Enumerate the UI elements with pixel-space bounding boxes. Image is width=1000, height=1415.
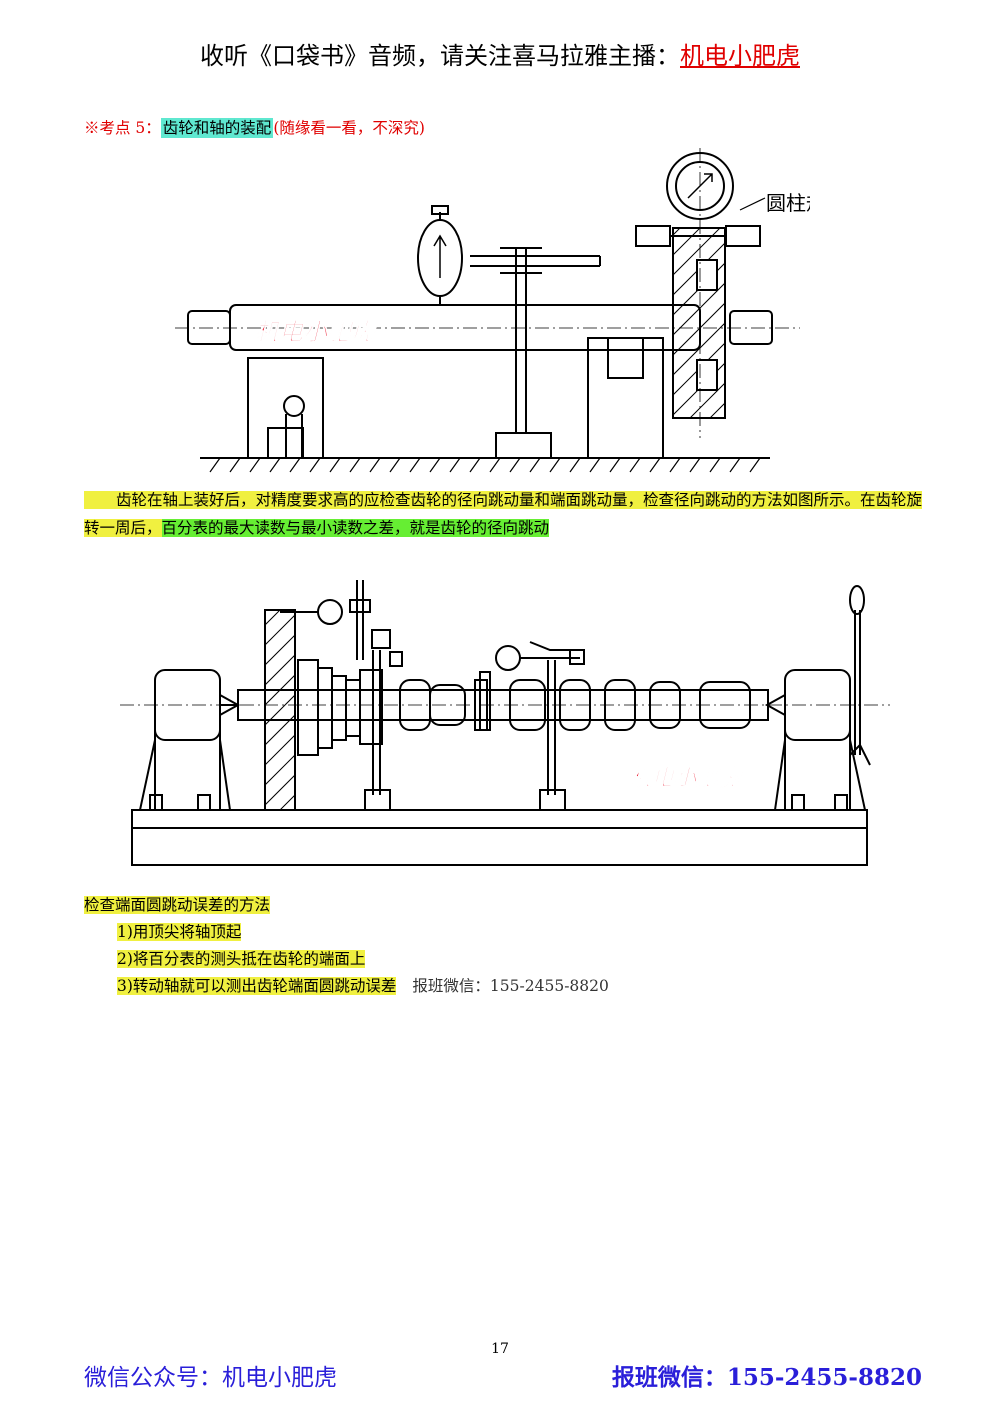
header-prefix: 收听《口袋书》音频，请关注喜马拉雅主播： [200,42,680,70]
step-item: 1)用顶尖将轴顶起 [117,923,242,941]
topic-title: 齿轮和轴的装配 [160,118,274,138]
section-heading: 检查端面圆跳动误差的方法 [84,896,271,914]
step-item: 3)转动轴就可以测出齿轮端面圆跳动误差 [117,977,397,995]
step-item: 2)将百分表的测头抵在齿轮的端面上 [117,950,366,968]
contact-wechat: 报班微信：155-2455-8820 [412,977,609,995]
axial-runout-section: 检查端面圆跳动误差的方法 1)用顶尖将轴顶起 2)将百分表的测头抵在齿轮的端面上… [84,892,609,1000]
topic-note: (随缘看一看，不深究) [273,119,425,137]
cylinder-gauge-label: 圆柱规 [766,191,810,215]
watermark-logo-2: 机电小肥虎 [630,766,743,791]
header-brand-link[interactable]: 机电小肥虎 [680,42,800,70]
page-number: 17 [491,1341,509,1357]
footer-public-account: 微信公众号：机电小肥虎 [84,1365,337,1391]
topic-marker: ※考点 5： [84,119,161,137]
footer-wechat: 报班微信：155-2455-8820 [611,1364,922,1391]
radial-runout-paragraph: 齿轮在轴上装好后，对精度要求高的应检查齿轮的径向跳动量和端面跳动量，检查径向跳动… [84,486,924,542]
radial-runout-figure: 圆柱规 机电小肥虎 [175,148,810,473]
axial-runout-figure: 机电小肥虎 [120,580,890,866]
page-header: 收听《口袋书》音频，请关注喜马拉雅主播：机电小肥虎 [0,36,1000,71]
watermark-logo: 机电小肥虎 [255,318,378,346]
paragraph-text-part2: 百分表的最大读数与最小读数之差，就是齿轮的径向跳动 [161,519,550,537]
topic-heading: ※考点 5：齿轮和轴的装配(随缘看一看，不深究) [84,116,425,138]
